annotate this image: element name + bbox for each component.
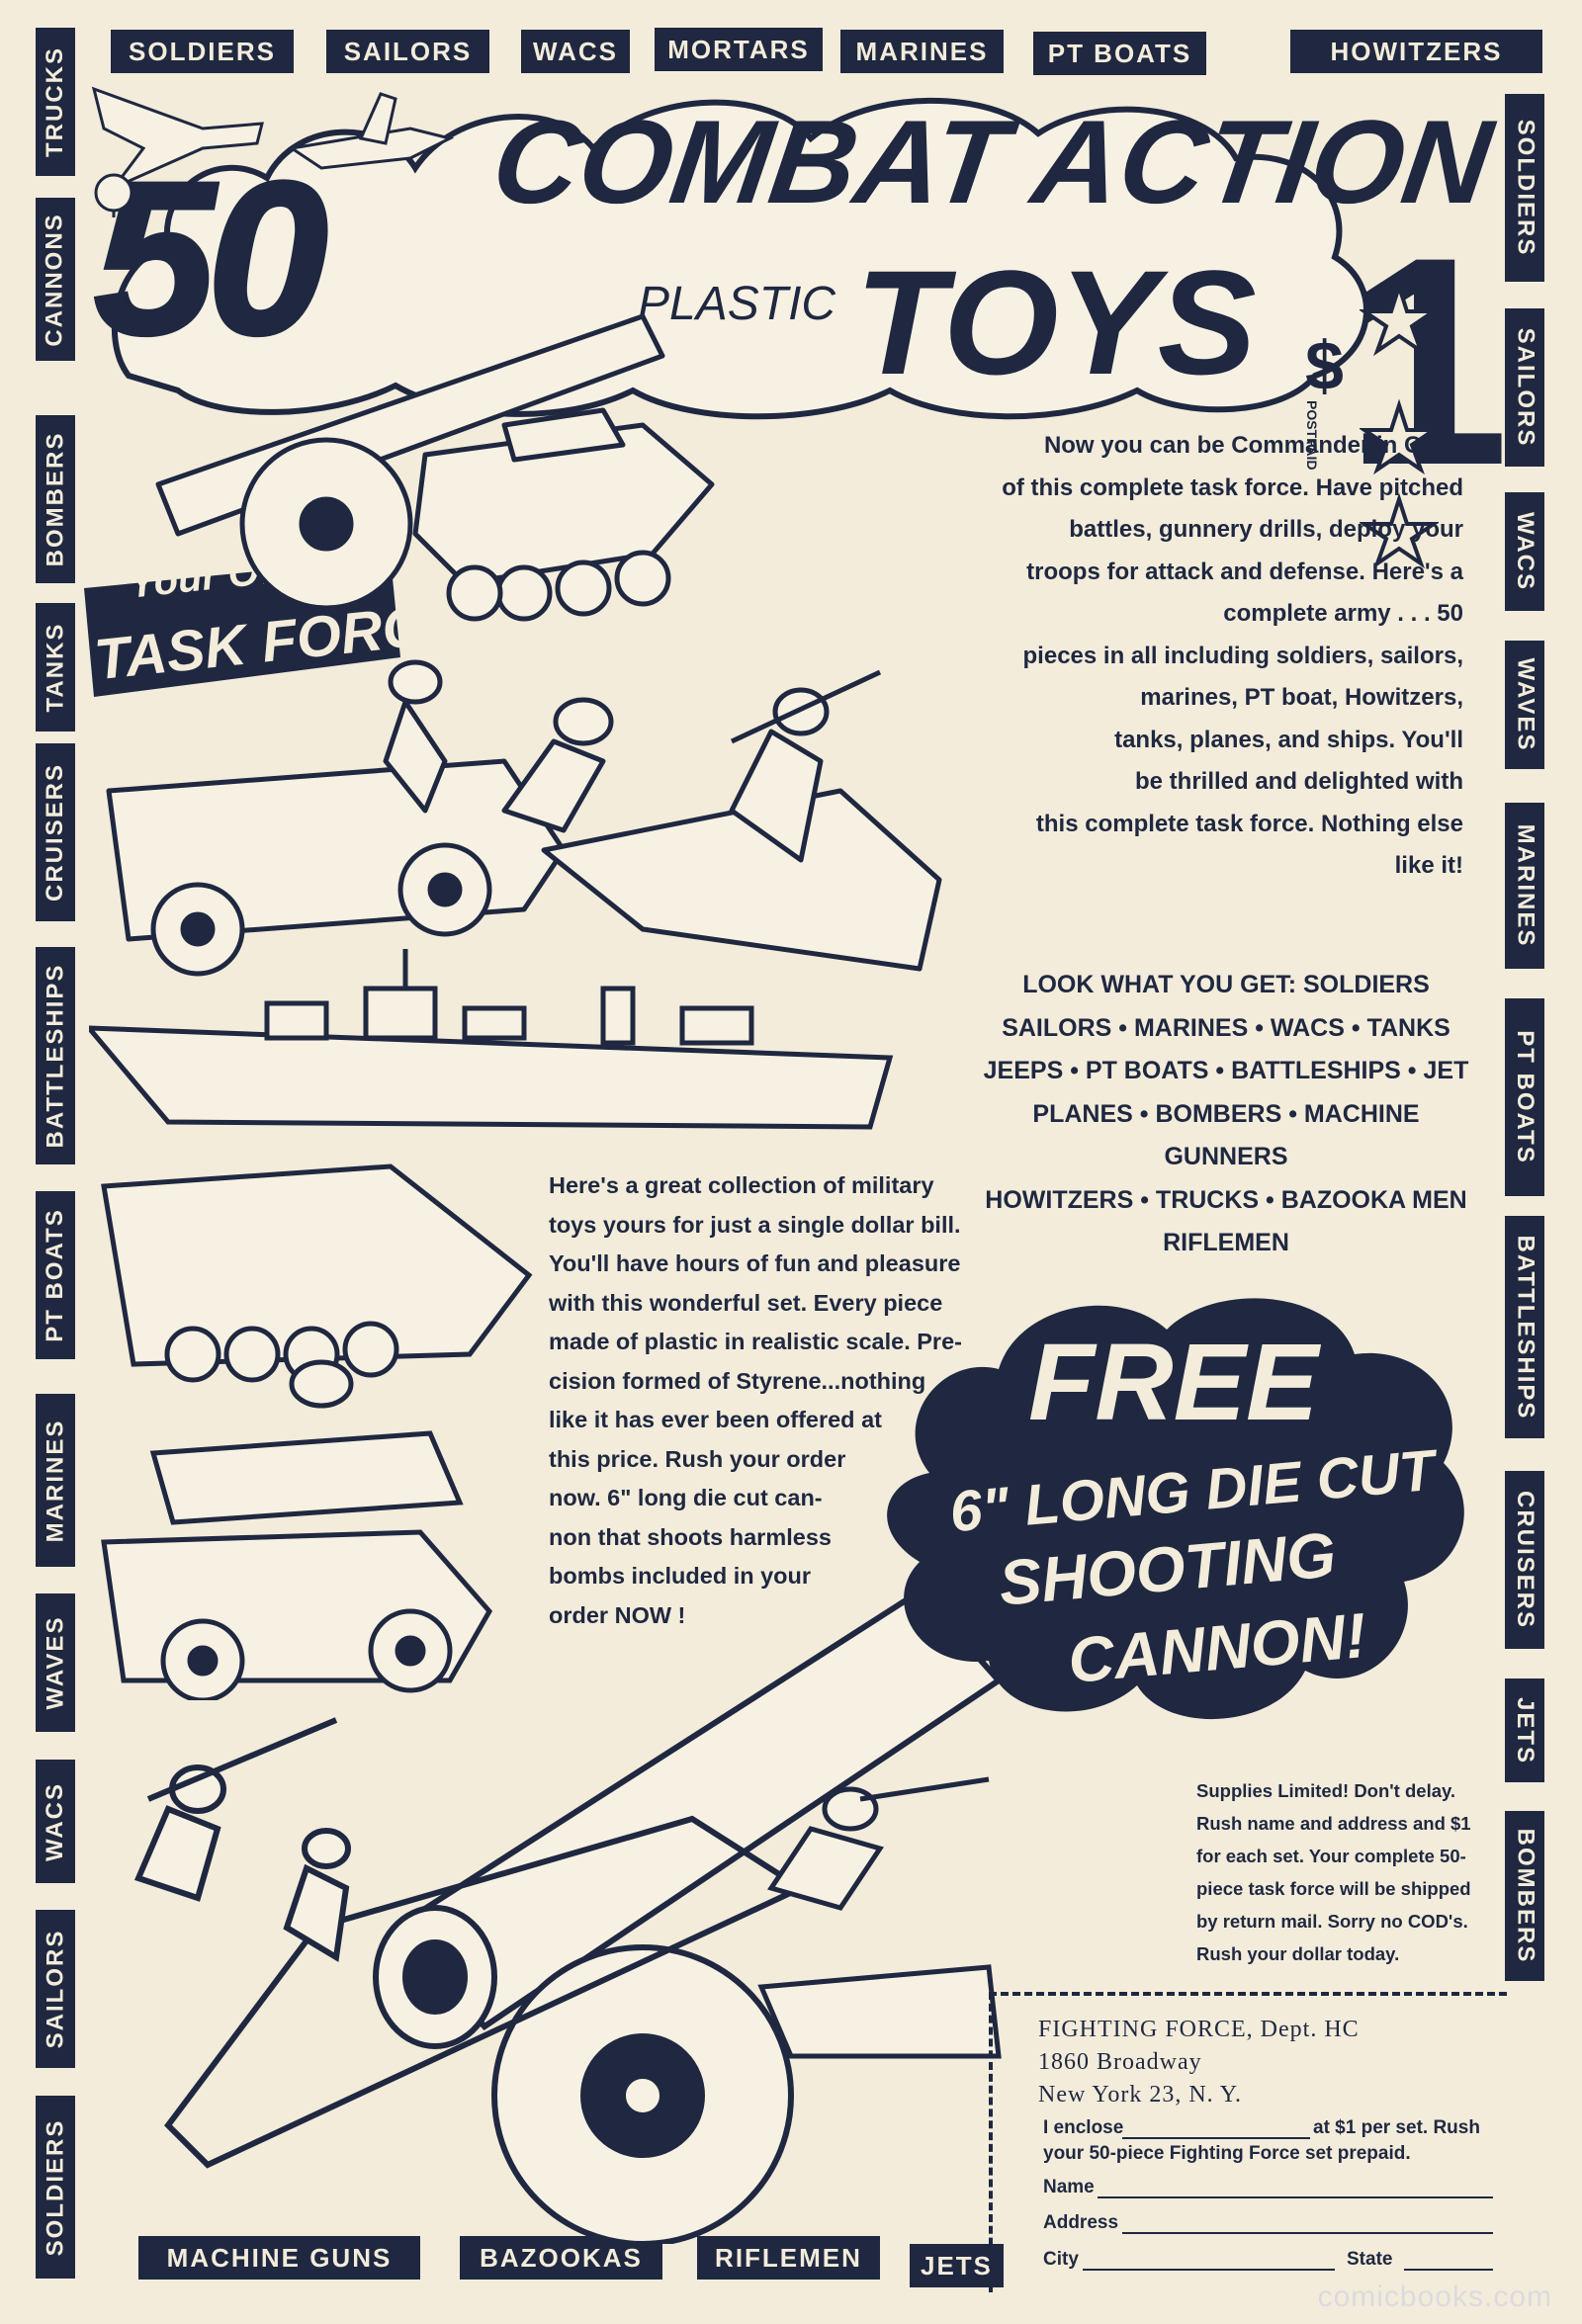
- right-tag-marines: MARINES: [1505, 803, 1544, 969]
- tank-jeep-illustration: [101, 1163, 533, 1700]
- free-cannon-cloud: [887, 1298, 1464, 1720]
- coupon-state-field[interactable]: [1404, 2269, 1493, 2271]
- headline-plastic: PLASTIC: [638, 278, 836, 330]
- coupon-street: 1860 Broadway: [1038, 2049, 1202, 2075]
- coupon-address-field[interactable]: [1122, 2232, 1493, 2234]
- top-tag-howitzers: HOWITZERS: [1290, 30, 1542, 73]
- coupon-state-label: State: [1347, 2249, 1393, 2270]
- right-tag-cruisers: CRUISERS: [1505, 1471, 1544, 1649]
- left-tag-cannons: CANNONS: [36, 198, 75, 361]
- right-tag-wacs: WACS: [1505, 492, 1544, 611]
- supplies-copy: Supplies Limited! Don't delay. Rush name…: [1196, 1780, 1471, 1964]
- left-tag-wacs: WACS: [36, 1760, 75, 1883]
- bottom-tag-jets: JETS: [910, 2244, 1004, 2287]
- left-tag-bombers: BOMBERS: [36, 415, 75, 583]
- coupon-quantity-field[interactable]: [1122, 2137, 1310, 2139]
- get-list: LOOK WHAT YOU GET: SOLDIERS SAILORS • MA…: [983, 971, 1469, 1256]
- coupon-enclose-rate: at $1 per set. Rush: [1313, 2117, 1480, 2138]
- battleship-illustration: [89, 949, 894, 1130]
- price-amount: 1: [1345, 195, 1510, 527]
- star-icon: [1360, 280, 1439, 569]
- headline-cloud: [112, 97, 1370, 420]
- price-symbol: $: [1305, 327, 1344, 404]
- coupon-company: FIGHTING FORCE, Dept. HC: [1038, 2017, 1360, 2042]
- bottom-tag-machine-guns: MACHINE GUNS: [138, 2236, 420, 2280]
- gunner-boat-illustration: [757, 1776, 1002, 2059]
- left-tag-tanks: TANKS: [36, 603, 75, 732]
- right-tag-soldiers: SOLDIERS: [1505, 94, 1544, 282]
- coupon-name-label: Name: [1043, 2177, 1095, 2197]
- coupon-name-field[interactable]: [1098, 2196, 1493, 2198]
- right-tag-jets: JETS: [1505, 1678, 1544, 1782]
- headline-toys: TOYS: [855, 239, 1257, 405]
- bottom-tag-bazookas: BAZOOKAS: [460, 2236, 662, 2280]
- top-tag-marines: MARINES: [840, 30, 1004, 73]
- top-tag-pt-boats: PT BOATS: [1033, 32, 1206, 75]
- bottom-tag-riflemen: RIFLEMEN: [697, 2236, 880, 2280]
- coupon-city-line: New York 23, N. Y.: [1038, 2082, 1243, 2108]
- free-cloud-line1: FREE: [1028, 1322, 1319, 1443]
- order-coupon: [989, 1992, 1507, 2292]
- left-tag-pt-boats: PT BOATS: [36, 1191, 75, 1359]
- planes-illustration: [91, 86, 455, 217]
- left-tag-cruisers: CRUISERS: [36, 743, 75, 921]
- right-tag-bombers: BOMBERS: [1505, 1811, 1544, 1981]
- right-tag-pt-boats: PT BOATS: [1505, 998, 1544, 1196]
- tank-cannon-illustration: [106, 313, 942, 977]
- left-tag-trucks: TRUCKS: [36, 28, 75, 176]
- right-tag-waves: WAVES: [1505, 641, 1544, 769]
- intro-copy: Now you can be Commander in Chief of thi…: [1002, 432, 1463, 879]
- left-tag-waves: WAVES: [36, 1593, 75, 1732]
- top-tag-soldiers: SOLDIERS: [111, 30, 294, 73]
- shooting-cannon-illustration: [133, 1588, 1004, 2244]
- watermark: comicbooks.com: [1317, 2281, 1552, 2313]
- top-tag-mortars: MORTARS: [655, 28, 823, 71]
- left-tag-soldiers: SOLDIERS: [36, 2096, 75, 2279]
- coupon-city-field[interactable]: [1083, 2269, 1335, 2271]
- left-tag-battleships: BATTLESHIPS: [36, 947, 75, 1164]
- left-tag-marines: MARINES: [36, 1394, 75, 1567]
- coupon-enclose-note: your 50-piece Fighting Force set prepaid…: [1043, 2143, 1411, 2164]
- coupon-city-label: City: [1043, 2249, 1079, 2270]
- coupon-enclose-label: I enclose: [1043, 2117, 1124, 2138]
- top-tag-sailors: SAILORS: [326, 30, 489, 73]
- coupon-address-label: Address: [1043, 2212, 1119, 2233]
- right-tag-sailors: SAILORS: [1505, 308, 1544, 467]
- collection-copy: Here's a great collection of military to…: [549, 1172, 962, 1628]
- left-tag-sailors: SAILORS: [36, 1910, 75, 2068]
- top-tag-wacs: WACS: [521, 30, 630, 73]
- right-tag-battleships: BATTLESHIPS: [1505, 1216, 1544, 1438]
